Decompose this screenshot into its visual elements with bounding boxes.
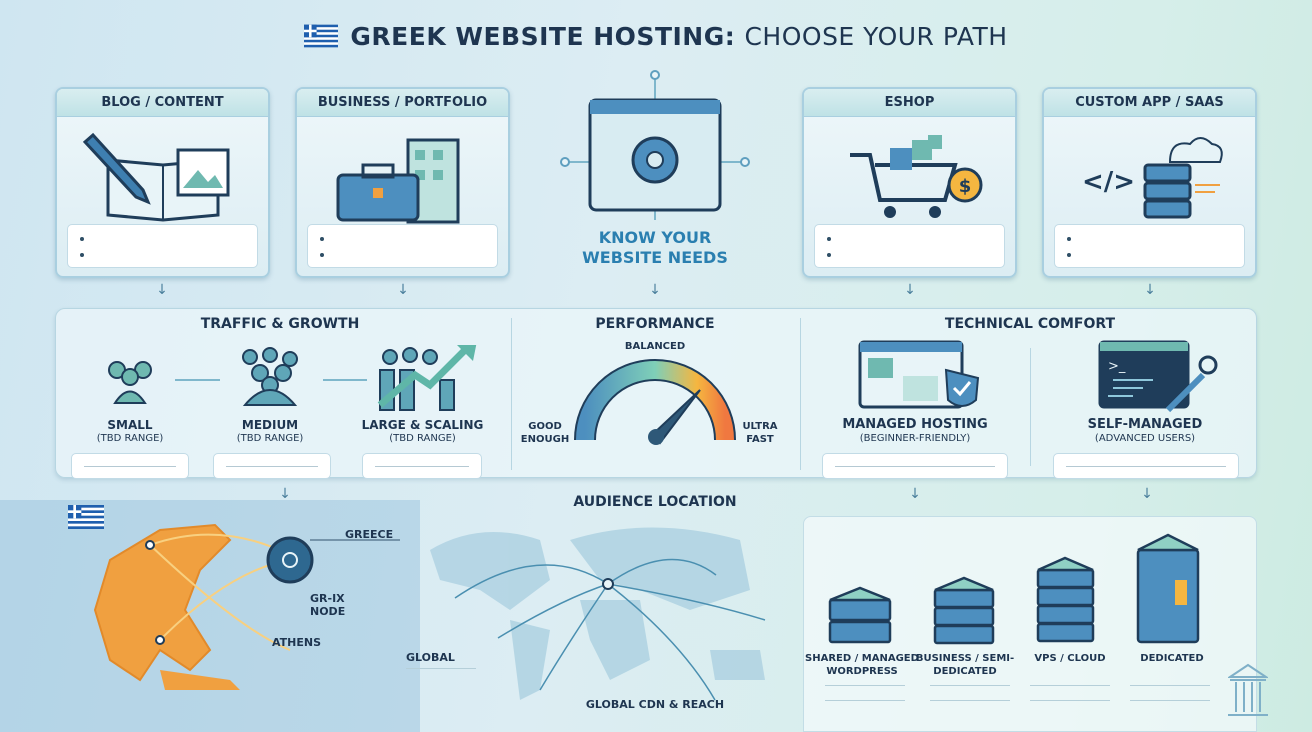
svg-text:$: $ <box>958 176 971 197</box>
traffic-small: SMALL(TBD RANGE) <box>96 418 164 444</box>
notes-box[interactable] <box>814 224 1005 268</box>
criteria-panel <box>55 308 1257 478</box>
card-title: CUSTOM APP / SAAS <box>1044 89 1255 117</box>
shopping-cart-icon: $ <box>804 127 1015 227</box>
greece-map <box>0 500 420 732</box>
title-bold: GREEK WEBSITE HOSTING: <box>350 22 736 51</box>
hosting-shared: SHARED / MANAGED WORDPRESS <box>805 653 919 677</box>
browser-gear-icon <box>560 70 750 220</box>
card-title: ESHOP <box>804 89 1015 117</box>
divider <box>1030 348 1031 466</box>
arrow-down-icon: ↓ <box>1144 282 1156 298</box>
self-managed: SELF-MANAGED(ADVANCED USERS) <box>1087 417 1203 445</box>
arrow-down-icon: ↓ <box>1141 486 1153 502</box>
technical-title: TECHNICAL COMFORT <box>944 316 1116 332</box>
managed-field[interactable] <box>822 453 1008 479</box>
arrow-down-icon: ↓ <box>909 486 921 502</box>
global-label: GLOBAL <box>406 651 455 664</box>
traffic-large-field[interactable] <box>362 453 482 479</box>
gauge-ultra-fast: ULTRA FAST <box>742 421 778 445</box>
arrow-down-icon: ↓ <box>156 282 168 298</box>
page-title: GREEK WEBSITE HOSTING: CHOOSE YOUR PATH <box>0 22 1312 51</box>
traffic-large: LARGE & SCALING(TBD RANGE) <box>361 418 484 444</box>
speed-gauge-icon <box>574 359 736 445</box>
servers-icon <box>828 533 1200 645</box>
card-eshop[interactable]: ESHOP $ <box>802 87 1017 278</box>
arrow-down-icon: ↓ <box>397 282 409 298</box>
users-growth-icon <box>108 345 477 411</box>
traffic-medium-field[interactable] <box>213 453 331 479</box>
know-needs-label: KNOW YOUR WEBSITE NEEDS <box>582 228 728 267</box>
traffic-title: TRAFFIC & GROWTH <box>200 316 360 332</box>
briefcase-building-icon <box>297 127 508 227</box>
managed-hosting: MANAGED HOSTING(BEGINNER-FRIENDLY) <box>842 417 988 445</box>
greek-temple-icon <box>1228 663 1268 716</box>
hosting-vps: VPS / CLOUD <box>1034 653 1106 664</box>
arrow-down-icon: ↓ <box>279 486 291 502</box>
greece-label: GREECE <box>345 528 394 541</box>
hosting-dedicated: DEDICATED <box>1140 653 1204 664</box>
gauge-good-enough: GOOD ENOUGH <box>520 421 570 445</box>
managed-dashboard-icon <box>858 340 980 409</box>
divider <box>800 318 801 470</box>
hosting-business: BUSINESS / SEMI-DEDICATED <box>915 653 1015 677</box>
divider <box>511 318 512 470</box>
code-server-cloud-icon: </> <box>1044 127 1255 227</box>
arrow-down-icon: ↓ <box>649 282 661 298</box>
book-pen-icon <box>57 127 268 227</box>
global-line <box>406 668 476 669</box>
svg-text:</>: </> <box>1082 167 1135 197</box>
athens-label: ATHENS <box>272 636 322 649</box>
gr-ix-node-icon <box>266 536 314 584</box>
notes-box[interactable] <box>67 224 258 268</box>
traffic-medium: MEDIUM(TBD RANGE) <box>236 418 304 444</box>
greek-flag-icon <box>68 505 104 529</box>
card-title: BLOG / CONTENT <box>57 89 268 117</box>
performance-title: PERFORMANCE <box>595 316 715 332</box>
card-custom-app[interactable]: CUSTOM APP / SAAS </> <box>1042 87 1257 278</box>
svg-text:>_: >_ <box>1108 359 1126 374</box>
card-title: BUSINESS / PORTFOLIO <box>297 89 508 117</box>
gr-ix-node-label: GR-IX NODE <box>310 592 346 618</box>
gauge-balanced: BALANCED <box>624 341 686 352</box>
global-cdn-label: GLOBAL CDN & REACH <box>585 698 725 711</box>
greek-flag-icon <box>304 24 339 48</box>
title-light: CHOOSE YOUR PATH <box>744 22 1008 51</box>
traffic-small-field[interactable] <box>71 453 189 479</box>
arrow-down-icon: ↓ <box>904 282 916 298</box>
notes-box[interactable] <box>1054 224 1245 268</box>
audience-title: AUDIENCE LOCATION <box>573 494 737 510</box>
self-managed-field[interactable] <box>1053 453 1239 479</box>
world-map <box>430 527 766 701</box>
card-blog[interactable]: BLOG / CONTENT <box>55 87 270 278</box>
card-business[interactable]: BUSINESS / PORTFOLIO <box>295 87 510 278</box>
terminal-tools-icon: >_ <box>1098 340 1218 413</box>
notes-box[interactable] <box>307 224 498 268</box>
